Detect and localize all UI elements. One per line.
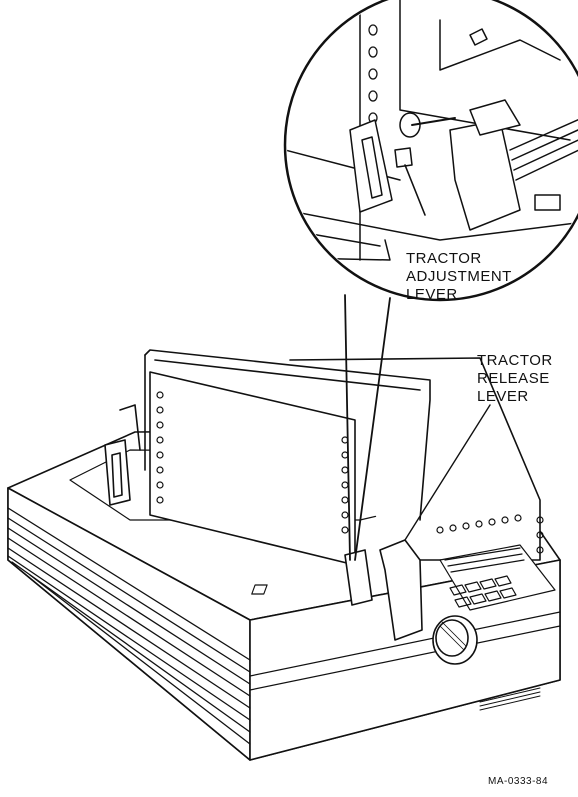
left-tractor — [104, 404, 141, 506]
magnifier-callout — [283, 0, 578, 561]
control-panel — [251, 544, 556, 611]
front-vent-ribs — [7, 507, 251, 745]
label-line: RELEASE — [477, 370, 550, 387]
label-line: LEVER — [406, 286, 458, 303]
tractor-release-lever-label: TRACTOR RELEASE LEVER — [477, 352, 553, 406]
label-line: TRACTOR — [406, 250, 482, 267]
release-lever-leader — [404, 404, 491, 541]
label-line: ADJUSTMENT — [406, 268, 512, 285]
label-line: TRACTOR — [477, 352, 553, 369]
rear-vent-hatch — [479, 687, 541, 711]
platen-knob — [432, 615, 478, 665]
label-line: LEVER — [477, 388, 529, 405]
figure-id: MA-0333-84 — [488, 776, 549, 787]
tractor-adjustment-lever-label: TRACTOR ADJUSTMENT LEVER — [406, 250, 512, 304]
